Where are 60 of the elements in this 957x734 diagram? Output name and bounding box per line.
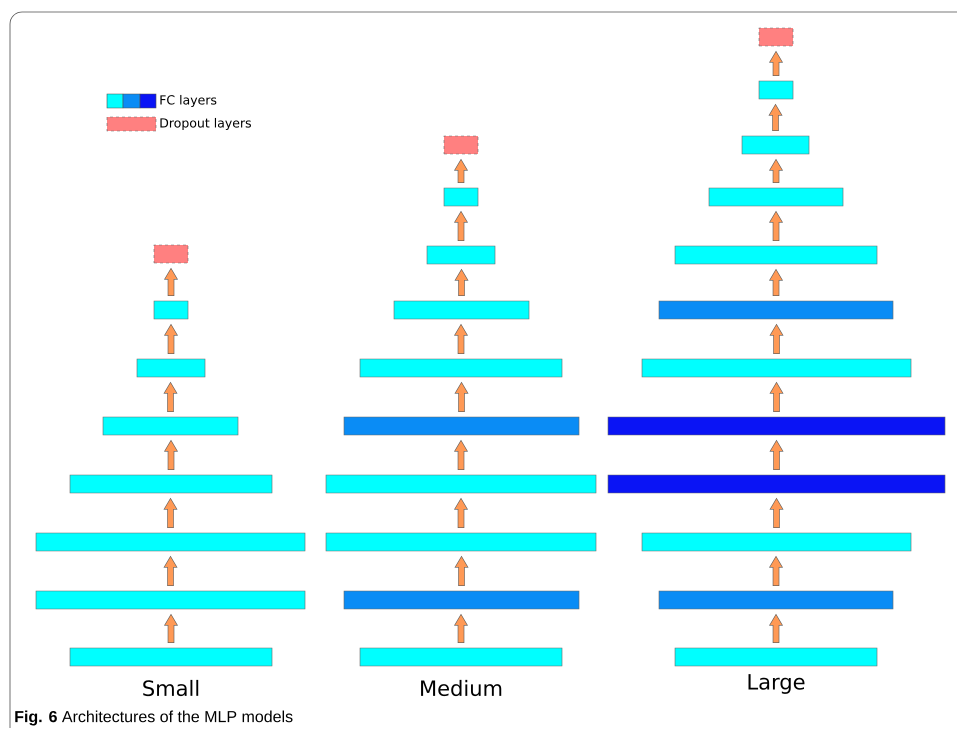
fc-layer-bar xyxy=(444,188,478,206)
block-arrow xyxy=(768,614,784,643)
figure-caption: Fig. 6 Architectures of the MLP models xyxy=(15,710,293,726)
fc-layer-bar xyxy=(36,532,306,552)
fc-layer-bar xyxy=(674,246,878,264)
block-arrow xyxy=(768,268,784,296)
legend-text: Dropout layers xyxy=(160,118,251,130)
block-arrow xyxy=(769,324,784,354)
fc-layer-bar xyxy=(360,648,562,666)
dropout-layer-bar xyxy=(154,244,188,264)
fc-layer-bar xyxy=(394,300,530,320)
fc-layer-bar xyxy=(642,532,912,552)
fc-layer-bar xyxy=(36,590,306,610)
block-arrow xyxy=(768,50,784,76)
block-arrow xyxy=(769,440,784,470)
legend-text: FC layers xyxy=(160,94,216,108)
block-arrow xyxy=(454,268,469,296)
fc-layer-bar xyxy=(742,136,810,154)
fc-layer-bar xyxy=(608,474,946,494)
fc-layer-bar xyxy=(426,246,496,264)
block-arrow xyxy=(454,210,468,241)
block-arrow xyxy=(164,268,178,296)
fc-layer-bar xyxy=(136,358,206,378)
fc-layer-bar xyxy=(360,358,562,378)
block-arrow xyxy=(164,324,178,354)
fc-layer-bar xyxy=(70,474,272,494)
fc-layer-bar xyxy=(344,416,580,436)
block-arrow xyxy=(769,498,784,528)
block-arrow xyxy=(768,556,784,586)
fc-layer-bar xyxy=(658,590,894,610)
dropout-layer-bar xyxy=(444,136,478,154)
block-arrow xyxy=(163,382,178,412)
dropout-layer-bar xyxy=(758,28,794,46)
block-arrow xyxy=(164,440,178,470)
block-arrow xyxy=(454,324,468,354)
fc-layer-bar xyxy=(758,80,794,100)
block-arrow xyxy=(454,440,468,470)
block-arrow xyxy=(769,382,784,412)
block-arrow xyxy=(454,556,469,586)
block-arrow xyxy=(454,158,468,183)
block-arrow xyxy=(454,614,468,643)
fc-layer-bar xyxy=(658,300,894,320)
fc-layer-bar xyxy=(674,648,878,666)
fc-layer-bar xyxy=(326,474,596,494)
block-arrow xyxy=(454,498,468,528)
fc-layer-bar xyxy=(326,532,596,552)
block-arrow xyxy=(454,382,469,412)
fc-layer-bar xyxy=(154,300,188,320)
block-arrow xyxy=(768,210,784,241)
fc-layer-bar xyxy=(642,358,912,378)
fc-layer-bar xyxy=(708,188,844,206)
fc-layer-bar xyxy=(608,416,946,436)
block-arrow xyxy=(768,158,784,183)
block-arrow xyxy=(164,614,178,643)
fc-layer-bar xyxy=(102,416,238,436)
block-arrow xyxy=(163,498,178,528)
block-arrow xyxy=(163,556,178,586)
fc-layer-bar xyxy=(70,648,272,666)
block-arrow xyxy=(768,104,783,131)
fc-layer-bar xyxy=(344,590,580,610)
